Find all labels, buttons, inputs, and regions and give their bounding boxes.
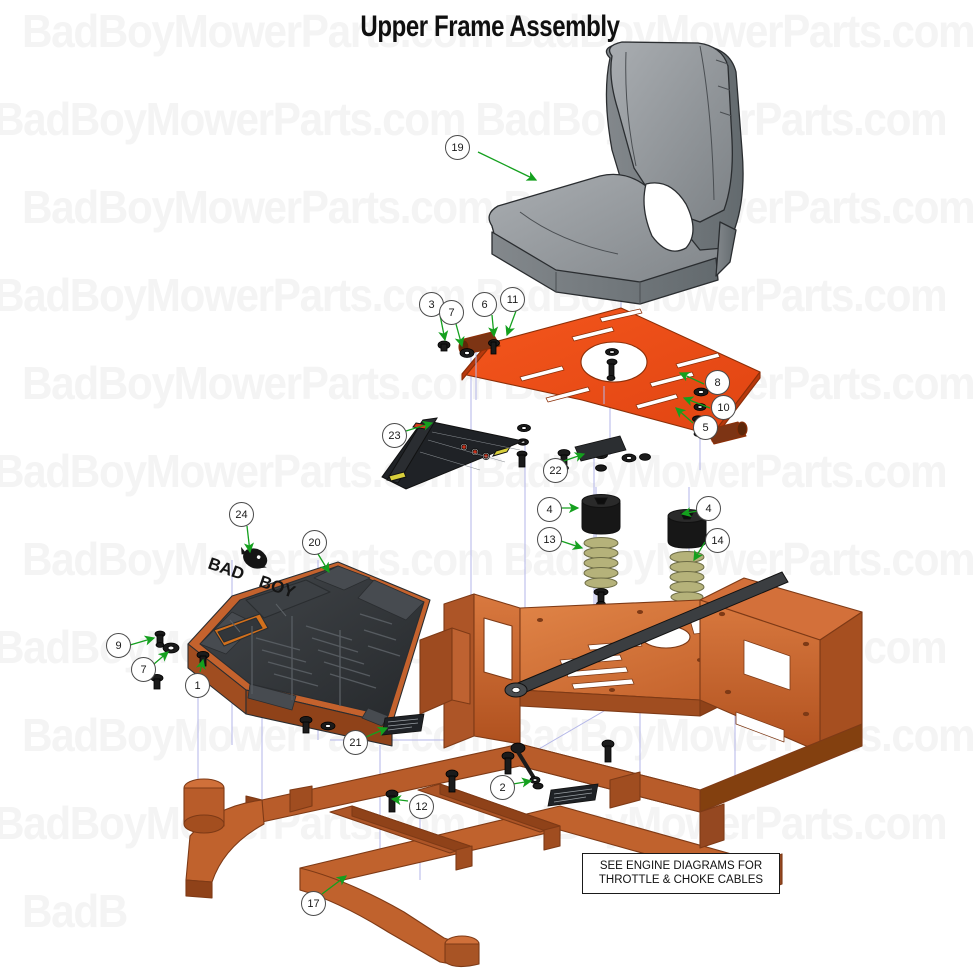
engine-diagram-note: SEE ENGINE DIAGRAMS FOR THROTTLE & CHOKE…: [582, 853, 780, 894]
callout-main-frame-17[interactable]: 17: [301, 891, 326, 916]
callout-number: 23: [388, 429, 401, 442]
callout-number: 4: [705, 502, 712, 515]
callout-number: 19: [451, 141, 464, 154]
callout-foot-plate-20[interactable]: 20: [302, 530, 327, 555]
callout-pivot-pin-2[interactable]: 2: [490, 775, 515, 800]
callout-bad-boy-decal-24[interactable]: 24: [229, 502, 254, 527]
callout-seat-plate-11[interactable]: 11: [500, 287, 525, 312]
callout-screw-6[interactable]: 6: [472, 292, 497, 317]
callout-number: 21: [349, 736, 362, 749]
callout-number: 24: [235, 508, 248, 521]
page-title: Upper Frame Assembly: [360, 10, 620, 43]
callout-shoulder-bolt-12[interactable]: 12: [409, 794, 434, 819]
note-line-2: THROTTLE & CHOKE CABLES: [598, 874, 764, 886]
callout-number: 5: [702, 421, 709, 434]
callout-washer-7[interactable]: 7: [439, 300, 464, 325]
callout-spring-cap-4[interactable]: 4: [696, 496, 721, 521]
callout-warning-decal-23[interactable]: 23: [382, 423, 407, 448]
note-line-1: SEE ENGINE DIAGRAMS FOR: [599, 860, 763, 872]
callout-seat-spring-14[interactable]: 14: [705, 528, 730, 553]
callout-bracket-plate-22[interactable]: 22: [543, 458, 568, 483]
callout-number: 12: [415, 800, 428, 813]
callout-number: 20: [308, 536, 321, 549]
callout-number: 1: [194, 679, 201, 692]
callout-number: 10: [717, 401, 730, 414]
callout-number: 3: [428, 298, 435, 311]
callout-number: 7: [448, 306, 455, 319]
callout-decal-21[interactable]: 21: [343, 730, 368, 755]
callout-number: 8: [714, 376, 721, 389]
callout-number: 14: [711, 534, 724, 547]
callout-washer-7[interactable]: 7: [131, 657, 156, 682]
svg-text:BAD: BAD: [206, 554, 247, 584]
callout-washer-8[interactable]: 8: [705, 370, 730, 395]
callout-seat-19[interactable]: 19: [445, 135, 470, 160]
callout-number: 22: [549, 464, 562, 477]
callout-knob-bolt-1[interactable]: 1: [185, 673, 210, 698]
callout-number: 6: [481, 298, 488, 311]
callout-bolt-9[interactable]: 9: [106, 633, 131, 658]
callout-spring-cap-4[interactable]: 4: [537, 497, 562, 522]
callout-number: 17: [307, 897, 320, 910]
callout-number: 13: [543, 533, 556, 546]
callout-lock-washer-10[interactable]: 10: [711, 395, 736, 420]
callout-number: 11: [506, 293, 519, 306]
callout-seat-spring-13[interactable]: 13: [537, 527, 562, 552]
callout-bolt-5[interactable]: 5: [693, 415, 718, 440]
callout-number: 4: [546, 503, 553, 516]
callout-number: 9: [115, 639, 122, 652]
callout-number: 7: [140, 663, 147, 676]
callout-number: 2: [499, 781, 506, 794]
